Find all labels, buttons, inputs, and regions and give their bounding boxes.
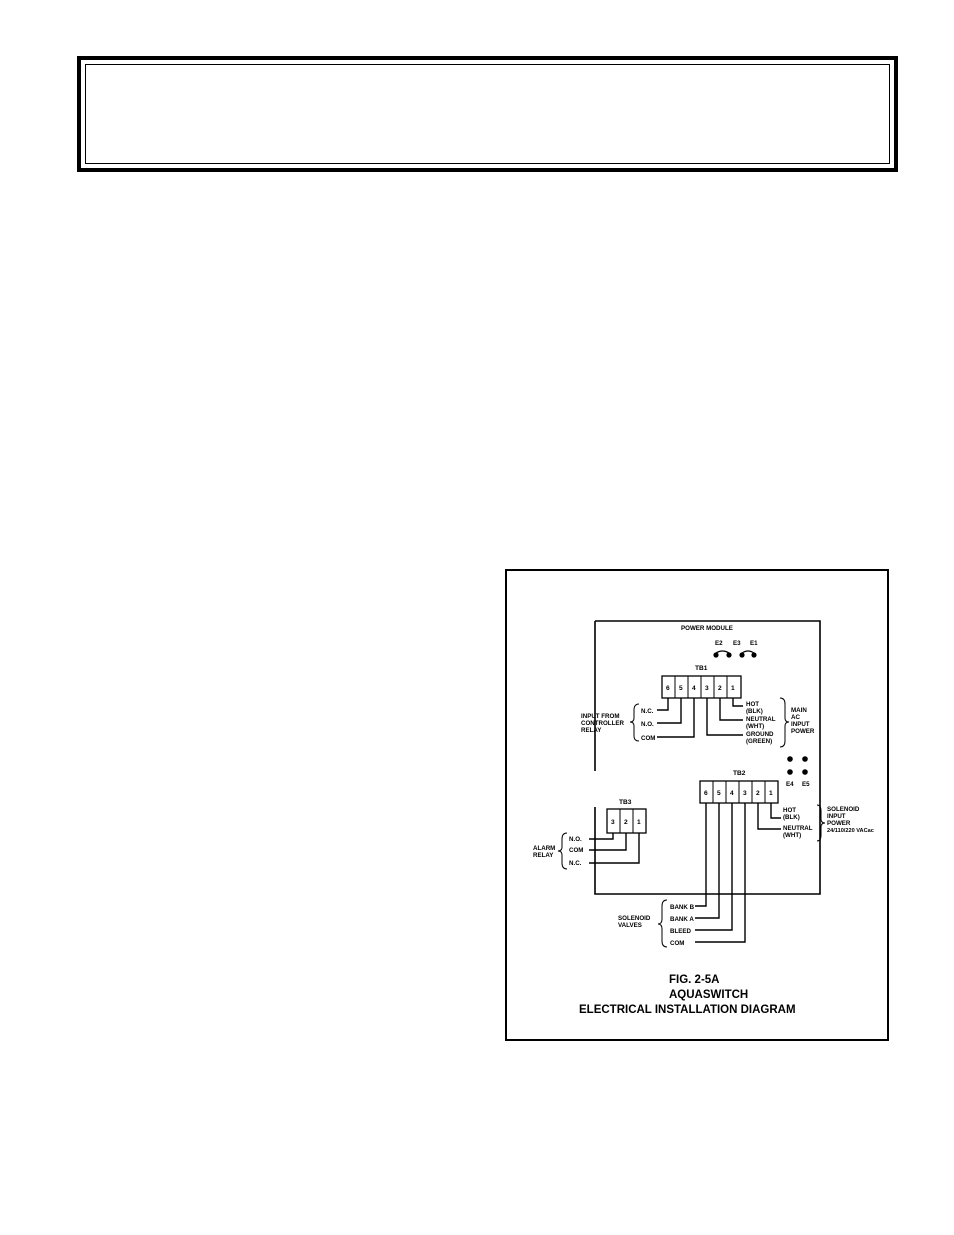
tb3-label: TB3 xyxy=(619,799,632,806)
tb3-wire-nc: N.C. xyxy=(569,860,582,867)
tb1-right-wires xyxy=(706,698,743,736)
jumper-e2-label: E2 xyxy=(715,640,723,647)
tb2-bottom-group-line1: SOLENOID xyxy=(618,915,651,922)
jumper-e1-pin-a xyxy=(739,652,745,658)
diagram-border xyxy=(505,569,889,1041)
tb1-wire-ground: GROUND xyxy=(746,731,774,738)
tb2-wire-bank-a: BANK A xyxy=(670,916,694,923)
tb2-bottom-brace xyxy=(657,899,668,948)
tb1-terminal-3: 3 xyxy=(705,685,709,692)
tb1-terminal-2: 2 xyxy=(718,685,722,692)
tb1-wire-nc: N.C. xyxy=(641,708,654,715)
jumper-e5-pin-b xyxy=(802,769,808,775)
tb2-dividers xyxy=(712,781,766,803)
jumper-e1-link xyxy=(741,650,755,654)
tb3-terminal-2: 2 xyxy=(624,819,628,826)
tb3-terminal-1: 1 xyxy=(637,819,641,826)
tb1-right-group-line1: MAIN xyxy=(791,707,807,714)
jumper-e2-pin-a xyxy=(713,652,719,658)
tb2-terminal-2: 2 xyxy=(756,790,760,797)
tb3-left-brace xyxy=(557,832,568,870)
power-module-label: POWER MODULE xyxy=(681,625,733,632)
tb2-wire-neutral-color: (WHT) xyxy=(783,832,801,839)
power-module-enclosure xyxy=(594,620,821,895)
tb1-right-group-line3: INPUT xyxy=(791,721,810,728)
tb2-wire-com: COM xyxy=(670,940,684,947)
figure-product: AQUASWITCH xyxy=(669,989,748,1001)
tb1-label: TB1 xyxy=(695,665,708,672)
tb1-wire-com: COM xyxy=(641,735,655,742)
tb1-wire-hot-color: (BLK) xyxy=(746,708,763,715)
tb2-right-group-line1: SOLENOID xyxy=(827,806,860,813)
tb2-terminal-3: 3 xyxy=(743,790,747,797)
tb1-wire-neutral: NEUTRAL xyxy=(746,716,776,723)
tb1-wire-no: N.O. xyxy=(641,721,654,728)
tb1-wire-ground-color: (GREEN) xyxy=(746,738,772,745)
jumper-e1-label: E1 xyxy=(750,640,758,647)
tb3-wire-com: COM xyxy=(569,847,583,854)
jumper-e2-link xyxy=(715,650,730,654)
tb2-label: TB2 xyxy=(733,770,746,777)
tb2-right-wires xyxy=(757,803,781,830)
tb3-group-line2: RELAY xyxy=(533,852,554,859)
jumper-e4-pin-b xyxy=(787,769,793,775)
tb3-dividers xyxy=(619,809,634,833)
jumper-e5-pin-a xyxy=(802,756,808,762)
tb2-terminal-6: 6 xyxy=(704,790,708,797)
tb1-dividers xyxy=(674,676,728,698)
tb2-right-group-line3: POWER xyxy=(827,820,851,827)
figure-number: FIG. 2-5A xyxy=(669,974,719,986)
tb1-group-line1: INPUT FROM xyxy=(581,713,620,720)
tb3-terminal-3: 3 xyxy=(611,819,615,826)
jumper-e2-pin-b xyxy=(726,652,732,658)
header-inner-border xyxy=(85,64,890,164)
tb1-group-line2: CONTROLLER xyxy=(581,720,624,727)
tb1-terminal-5: 5 xyxy=(679,685,683,692)
tb2-right-brace xyxy=(816,804,826,842)
tb2-wire-bank-b: BANK B xyxy=(670,904,695,911)
tb2-right-group-line2: INPUT xyxy=(827,813,846,820)
tb1-left-brace xyxy=(629,703,640,742)
tb2-wire-bleed: BLEED xyxy=(670,928,692,935)
tb1-right-brace xyxy=(779,697,790,748)
figure-title: ELECTRICAL INSTALLATION DIAGRAM xyxy=(579,1004,796,1016)
tb2-terminal-4: 4 xyxy=(730,790,734,797)
tb2-bottom-group-line2: VALVES xyxy=(618,922,642,929)
jumper-e3-label: E3 xyxy=(733,640,741,647)
tb3-left-wires xyxy=(589,833,640,864)
tb2-bottom-wires xyxy=(695,803,746,943)
jumper-e5-label: E5 xyxy=(802,781,810,788)
tb1-wire-neutral-color: (WHT) xyxy=(746,723,764,730)
electrical-installation-diagram: POWER MODULE E2 E3 E1 TB1 6 5 4 3 2 1 N.… xyxy=(505,569,889,1041)
tb3-wire-no: N.O. xyxy=(569,836,582,843)
header-box xyxy=(77,56,898,172)
tb1-wire-hot: HOT xyxy=(746,701,759,708)
tb1-right-group-line2: AC xyxy=(791,714,800,721)
jumper-e4-pin-a xyxy=(787,756,793,762)
tb1-right-group-line4: POWER xyxy=(791,728,815,735)
tb1-group-line3: RELAY xyxy=(581,727,602,734)
tb2-wire-hot: HOT xyxy=(783,807,796,814)
tb2-terminal-5: 5 xyxy=(717,790,721,797)
tb2-wire-neutral: NEUTRAL xyxy=(783,825,813,832)
jumper-e4-label: E4 xyxy=(786,781,794,788)
tb2-terminal-1: 1 xyxy=(769,790,773,797)
tb1-left-wires xyxy=(657,698,695,738)
tb2-wire-hot-color: (BLK) xyxy=(783,814,800,821)
tb1-terminal-1: 1 xyxy=(731,685,735,692)
tb2-right-group-line4: 24/110/220 VACac xyxy=(827,828,874,834)
tb3-group-line1: ALARM xyxy=(533,845,555,852)
jumper-e1-pin-b xyxy=(751,652,757,658)
tb1-terminal-4: 4 xyxy=(692,685,696,692)
tb1-terminal-6: 6 xyxy=(666,685,670,692)
